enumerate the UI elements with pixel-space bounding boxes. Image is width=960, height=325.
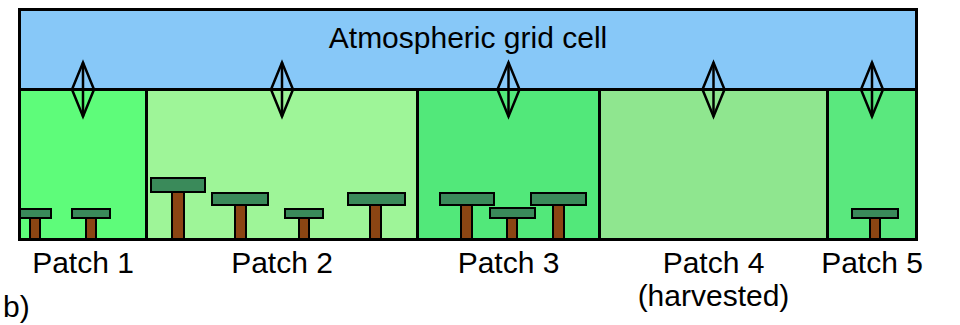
tree-trunk — [86, 218, 96, 240]
tree-crown — [490, 208, 535, 218]
patch-label: Patch 3 — [458, 246, 560, 279]
tree-trunk — [870, 218, 880, 240]
panel-letter: b) — [3, 290, 30, 323]
band-title: Atmospheric grid cell — [21, 11, 915, 54]
tree-crown — [72, 209, 110, 218]
arrow-head — [861, 90, 883, 117]
arrow-head — [498, 63, 520, 90]
tree-crown — [348, 193, 405, 205]
land-patch: Patch 3 — [416, 88, 601, 241]
tree-trunk — [553, 205, 564, 240]
land-patch: Patch 1 — [18, 88, 148, 241]
atmosphere-band: Atmospheric grid cell — [18, 8, 918, 91]
patch-label: Patch 2 — [231, 246, 333, 279]
tree-crown — [20, 209, 51, 218]
tree-crown — [852, 209, 898, 218]
atmosphere-fill — [18, 8, 918, 88]
tree-trunk — [30, 218, 40, 240]
tree-crown — [212, 193, 268, 205]
patch-label: Patch 5 — [821, 246, 923, 279]
tree-trunk — [507, 218, 517, 240]
trees — [20, 178, 898, 240]
land-patch: Patch 5 — [826, 88, 918, 241]
land-patch: Patch 2 — [145, 88, 419, 241]
tree-crown — [151, 178, 205, 192]
tree-trunk — [461, 205, 472, 240]
tree-crown — [531, 193, 586, 205]
arrow-head — [72, 63, 94, 90]
arrow-head — [72, 90, 94, 117]
tree-trunk — [299, 218, 309, 240]
arrow-head — [271, 63, 293, 90]
arrow-head — [703, 90, 725, 117]
patch-label: Patch 4 (harvested) — [614, 246, 814, 312]
tree-trunk — [172, 192, 184, 240]
arrow-head — [498, 90, 520, 117]
tree-trunk — [235, 205, 246, 240]
tree-trunk — [370, 205, 381, 240]
arrow-head — [703, 63, 725, 90]
patch-label: Patch 1 — [32, 246, 134, 279]
arrow-head — [861, 63, 883, 90]
arrow-head — [271, 90, 293, 117]
tree-crown — [440, 193, 494, 205]
land-patch: Patch 4 (harvested) — [598, 88, 829, 241]
tree-crown — [285, 209, 323, 218]
